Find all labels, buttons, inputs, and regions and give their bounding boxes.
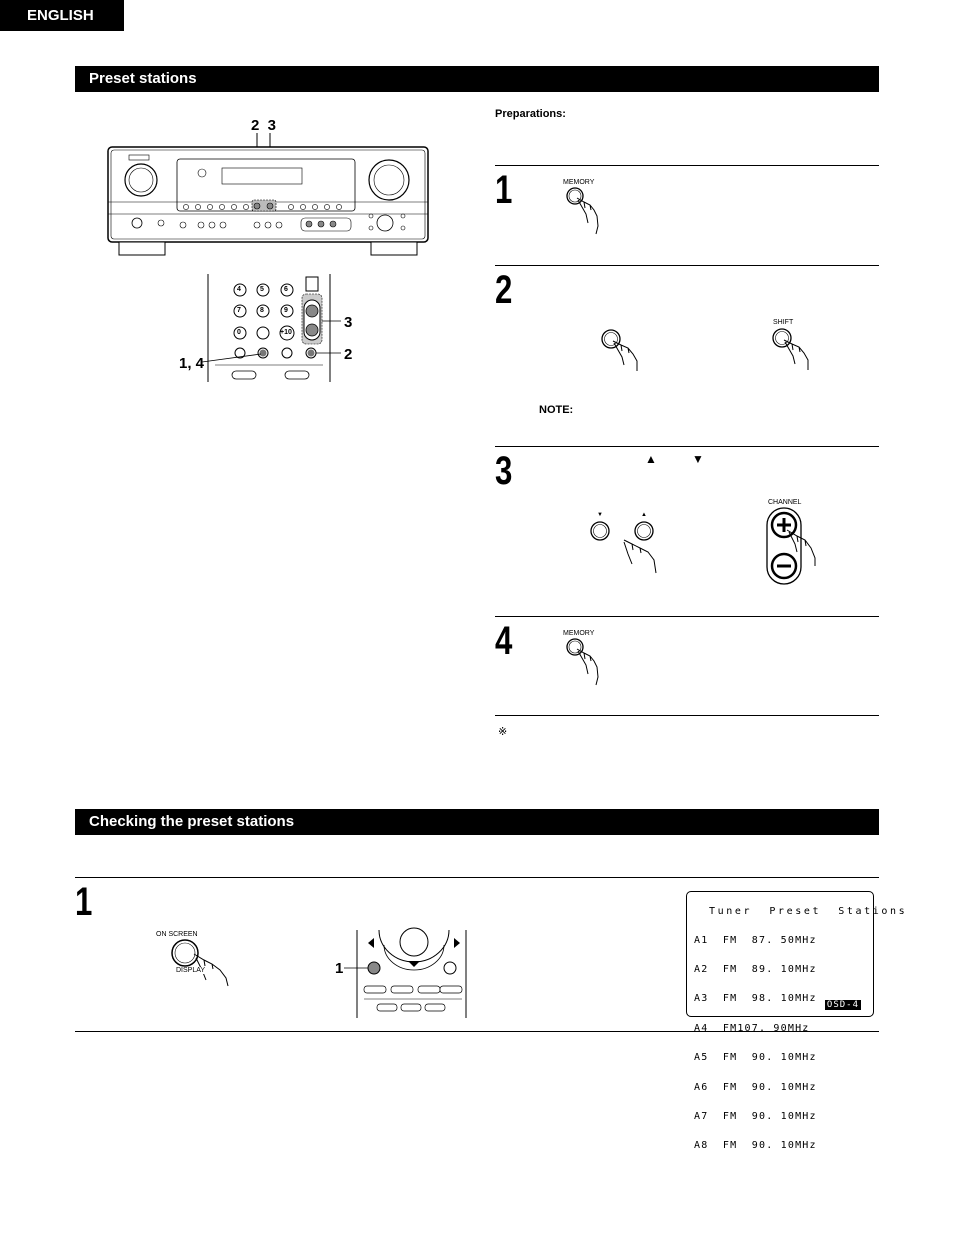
step-3-number: 3 [495, 449, 513, 493]
remote-callout-2: 2 [344, 346, 353, 363]
remote-key-plus10: +10 [280, 329, 292, 336]
tune-up-label: ▲ [641, 512, 647, 518]
remote-key-8: 8 [260, 307, 264, 314]
receiver-front-panel-illustration [107, 133, 429, 256]
remote-key-7: 7 [237, 307, 241, 314]
step-divider [75, 1031, 879, 1032]
preparations-label: Preparations: [495, 108, 566, 120]
receiver-callout: 2 3 [251, 117, 277, 134]
tune-down-label: ▼ [597, 512, 603, 518]
osd-badge: OSD-4 [824, 1000, 861, 1010]
remote-callout-3: 3 [344, 314, 353, 331]
osd-row: A4 FM107. 90MHz [694, 1022, 810, 1034]
on-screen-label: ON SCREEN [156, 931, 198, 938]
step-divider [495, 616, 879, 617]
osd-row: A5 FM 90. 10MHz [694, 1052, 817, 1064]
osd-row: A6 FM 90. 10MHz [694, 1081, 817, 1093]
osd-row: A8 FM 90. 10MHz [694, 1140, 817, 1152]
section-title-checking-preset: Checking the preset stations [75, 809, 879, 835]
step-divider [75, 877, 879, 878]
remote-callout-1-4: 1, 4 [179, 355, 205, 372]
memory-button-label: MEMORY [563, 179, 595, 186]
check-step-1-number: 1 [75, 880, 93, 924]
osd-row: A1 FM 87. 50MHz [694, 934, 817, 946]
language-tab: ENGLISH [0, 0, 124, 31]
remote-cursor-pad-illustration [344, 927, 467, 1018]
remote-callout-1: 1 [335, 960, 344, 977]
channel-button-label: CHANNEL [768, 499, 802, 506]
osd-row: A2 FM 89. 10MHz [694, 963, 817, 975]
memory-button-label: MEMORY [563, 630, 595, 637]
osd-title: Tuner Preset Stations [709, 906, 908, 917]
display-label: DISPLAY [175, 967, 207, 974]
step-divider [495, 715, 879, 716]
step-1-number: 1 [495, 168, 513, 212]
remote-key-9: 9 [284, 307, 288, 314]
remote-key-6: 6 [284, 286, 288, 293]
remote-key-0: 0 [237, 329, 241, 336]
remote-control-illustration [201, 274, 341, 382]
step-divider [495, 265, 879, 266]
on-screen-display-button-press-icon [171, 939, 229, 987]
section-title-preset-stations: Preset stations [75, 66, 879, 92]
step-2-number: 2 [495, 268, 513, 312]
tuning-buttons-press-icon [590, 521, 657, 574]
shift-button-label: SHIFT [773, 319, 794, 326]
channel-rocker-press-icon [766, 507, 816, 585]
button-press-icon [601, 329, 638, 371]
step-divider [495, 165, 879, 166]
note-label: NOTE: [539, 404, 574, 416]
memory-button-press-icon [566, 638, 599, 686]
osd-screen: Tuner Preset Stations A1 FM 87. 50MHz A2… [686, 891, 905, 1151]
footnote-mark: ※ [498, 726, 508, 738]
arrow-up-glyph: ▲ [645, 452, 657, 466]
osd-preset-list: A1 FM 87. 50MHz A2 FM 89. 10MHz A3 FM 98… [694, 916, 817, 1171]
arrow-down-glyph: ▼ [692, 452, 704, 466]
step-divider [495, 446, 879, 447]
osd-row: A3 FM 98. 10MHz [694, 993, 817, 1005]
shift-button-press-icon [772, 328, 809, 370]
osd-row: A7 FM 90. 10MHz [694, 1110, 817, 1122]
step-4-number: 4 [495, 619, 513, 663]
remote-key-5: 5 [260, 286, 264, 293]
memory-button-press-icon [566, 187, 599, 235]
remote-key-4: 4 [237, 286, 241, 293]
